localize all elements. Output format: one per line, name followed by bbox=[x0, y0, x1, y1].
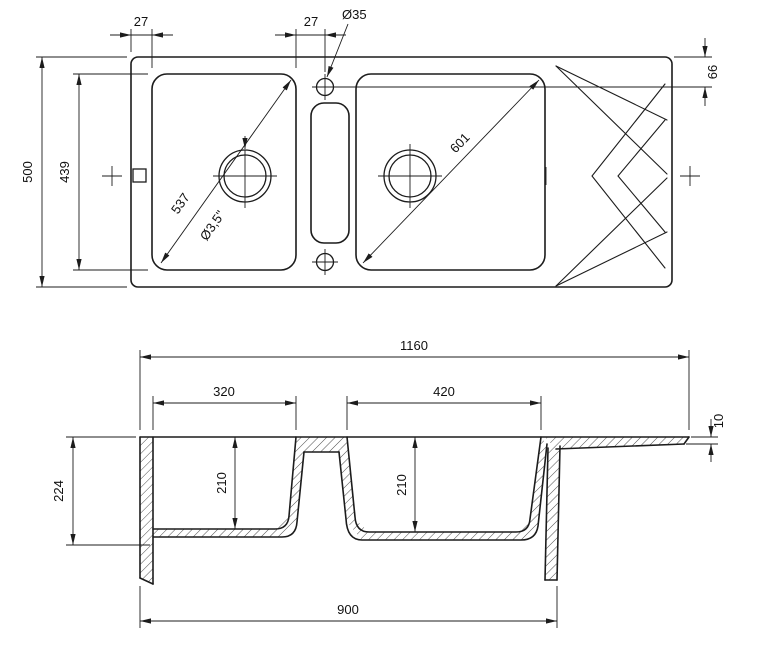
tap-ledge bbox=[310, 102, 350, 244]
dim-label-27-left: 27 bbox=[134, 14, 148, 29]
centerline-tick-left bbox=[102, 166, 122, 186]
right-bowl-outer-outline bbox=[338, 443, 548, 541]
left-drain bbox=[213, 149, 277, 208]
left-bowl-hatch bbox=[153, 437, 304, 537]
dim-900: 900 bbox=[139, 586, 558, 628]
divider-hatch bbox=[296, 437, 347, 452]
left-bowl bbox=[151, 73, 297, 271]
dim-label-27-middle: 27 bbox=[304, 14, 318, 29]
top-view: 27 27 Ø35 66 500 bbox=[20, 7, 720, 288]
dim-label-420: 420 bbox=[433, 384, 455, 399]
dim-224: 224 bbox=[51, 436, 150, 546]
left-bowl-inner-outline bbox=[152, 436, 297, 530]
dim-320: 320 bbox=[152, 384, 297, 430]
left-wall-hatch bbox=[140, 437, 153, 584]
dim-label-224: 224 bbox=[51, 480, 66, 502]
section-view: 1160 320 420 10 224 bbox=[51, 338, 726, 628]
dim-210-right: 210 bbox=[394, 437, 418, 532]
right-drain bbox=[378, 144, 442, 208]
drainer-slab-outline bbox=[555, 436, 690, 450]
dim-500: 500 bbox=[20, 56, 127, 288]
dim-537: 537 Ø3,5" bbox=[160, 79, 292, 264]
tap-hole-bottom bbox=[312, 249, 338, 275]
dim-label-66: 66 bbox=[705, 65, 720, 79]
dim-label-210-right: 210 bbox=[394, 474, 409, 496]
dim-label-d35: Ø35 bbox=[342, 7, 367, 22]
drainer-grooves bbox=[555, 65, 668, 287]
dim-d35: Ø35 bbox=[326, 7, 367, 78]
right-bowl-inner-outline bbox=[346, 436, 542, 533]
dim-27-left: 27 bbox=[110, 14, 173, 68]
dim-210-left: 210 bbox=[214, 437, 238, 529]
right-wall-outline bbox=[544, 445, 561, 581]
right-wall-hatch bbox=[545, 446, 560, 580]
drainer-slab-hatch bbox=[545, 437, 689, 449]
dim-label-320: 320 bbox=[213, 384, 235, 399]
dim-439: 439 bbox=[57, 73, 148, 271]
centerline-tick-right bbox=[680, 166, 700, 186]
dim-label-drain-diameter: Ø3,5" bbox=[197, 207, 228, 243]
dim-label-500: 500 bbox=[20, 161, 35, 183]
dim-label-537: 537 bbox=[168, 190, 193, 216]
dim-label-900: 900 bbox=[337, 602, 359, 617]
dim-label-1160: 1160 bbox=[400, 338, 428, 353]
dim-1160: 1160 bbox=[139, 338, 690, 430]
left-wall-outline bbox=[139, 436, 154, 585]
sink-outline bbox=[130, 56, 673, 288]
dim-66: 66 bbox=[334, 38, 720, 106]
right-bowl bbox=[355, 73, 546, 271]
dim-27-middle: 27 bbox=[275, 14, 346, 72]
tap-hole-top bbox=[312, 74, 338, 100]
dim-label-210-left: 210 bbox=[214, 472, 229, 494]
dim-label-601: 601 bbox=[447, 130, 473, 156]
dim-420: 420 bbox=[346, 384, 542, 430]
dim-label-439: 439 bbox=[57, 161, 72, 183]
dim-label-10: 10 bbox=[711, 414, 726, 428]
left-bowl-outer-outline bbox=[152, 451, 305, 538]
dim-10: 10 bbox=[686, 414, 726, 462]
right-bowl-hatch bbox=[339, 437, 547, 540]
overflow-marker bbox=[132, 168, 147, 183]
